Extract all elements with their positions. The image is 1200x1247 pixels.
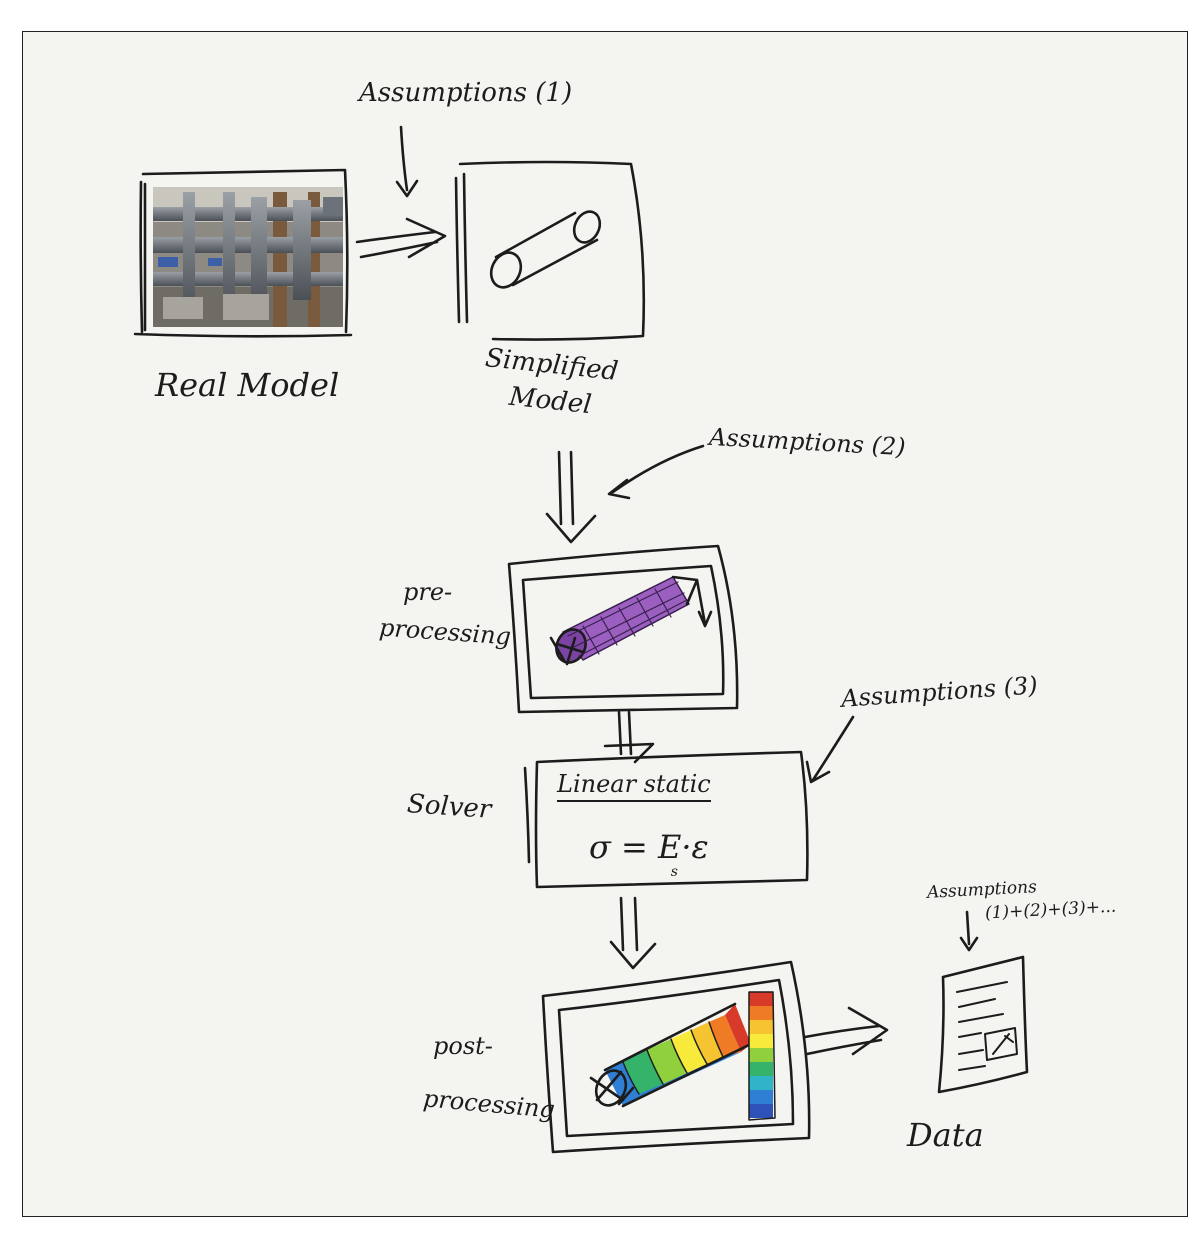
real-model-photo (153, 187, 343, 327)
preprocessing-label-line1: pre- (403, 578, 453, 606)
preprocessing-frame (507, 544, 739, 714)
arrow-to-solver (603, 710, 655, 764)
real-model-frame (133, 168, 353, 338)
diagram-canvas: Assumptions (1) Real Model Simplified Mo… (22, 31, 1188, 1217)
arrow-assumptions-2 (607, 444, 705, 500)
solver-equation-subscript: s (670, 864, 678, 880)
solver-frame (523, 750, 809, 889)
postprocessing-result (589, 1002, 753, 1108)
arrow-assumptions-total (959, 910, 979, 952)
assumptions-1-label: Assumptions (1) (359, 78, 573, 108)
simplified-model-frame (454, 160, 646, 341)
arrow-assumptions-1 (395, 125, 419, 198)
arrow-to-preprocessing (545, 450, 597, 544)
arrow-real-to-simplified (355, 217, 447, 259)
solver-linear-static-label: Linear static (557, 770, 711, 802)
solver-label: Solver (406, 789, 493, 825)
fea-workflow-sketch (133, 125, 1029, 1154)
postprocessing-frame (541, 960, 811, 1154)
arrow-assumptions-3 (805, 715, 855, 784)
real-model-label: Real Model (155, 366, 340, 404)
simplified-cylinder (489, 210, 602, 289)
solver-equation: σ = E·εs (589, 828, 716, 880)
data-label: Data (907, 1116, 984, 1154)
arrow-to-postprocessing (609, 896, 657, 970)
postprocessing-label-line1: post- (433, 1032, 493, 1060)
solver-equation-text: σ = E·ε (589, 828, 709, 866)
arrow-to-data (803, 1006, 889, 1056)
result-color-scale (748, 991, 776, 1121)
preprocessing-mesh (549, 575, 713, 666)
data-document-icon (937, 955, 1029, 1094)
